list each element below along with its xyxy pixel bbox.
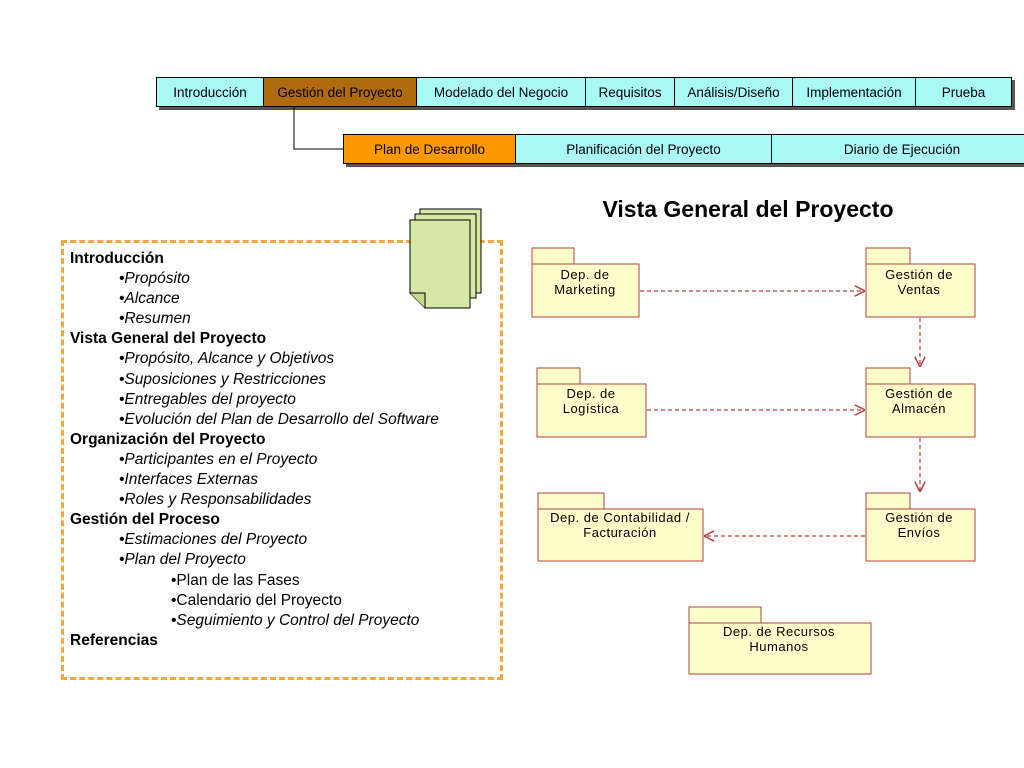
outline-item: •Calendario del Proyecto xyxy=(171,591,342,609)
package-envios-line2: Envíos xyxy=(898,525,941,540)
package-almacen: Gestión de Almacén xyxy=(865,367,976,438)
package-contabilidad: Dep. de Contabilidad / Facturación xyxy=(537,492,704,562)
nav-tab-secondary-2[interactable]: Diario de Ejecución xyxy=(771,135,1024,163)
outline-item: •Seguimiento y Control del Proyecto xyxy=(171,611,420,629)
package-envios-line1: Gestión de xyxy=(885,510,953,525)
outline-item: •Participantes en el Proyecto xyxy=(119,450,318,468)
outline-heading: Referencias xyxy=(70,631,158,649)
outline-item: •Evolución del Plan de Desarrollo del So… xyxy=(119,410,439,428)
outline-item: •Plan del Proyecto xyxy=(119,551,246,569)
outline-item: •Roles y Responsabilidades xyxy=(119,491,312,509)
nav-tab-primary-5[interactable]: Implementación xyxy=(792,78,915,106)
package-logistica-line2: Logística xyxy=(563,401,620,416)
outline-item: •Interfaces Externas xyxy=(119,471,258,489)
package-contabilidad-line1: Dep. de Contabilidad / xyxy=(550,510,690,525)
package-envios: Gestión de Envíos xyxy=(865,492,976,562)
nav-tab-primary-2[interactable]: Modelado del Negocio xyxy=(416,78,585,106)
package-almacen-line2: Almacén xyxy=(892,401,946,416)
outline-item: •Propósito, Alcance y Objetivos xyxy=(119,350,335,368)
outline-heading: Introducción xyxy=(70,250,164,267)
nav-tab-primary-0[interactable]: Introducción xyxy=(157,78,263,106)
nav-tab-primary-3[interactable]: Requisitos xyxy=(585,78,674,106)
outline-item: •Propósito xyxy=(119,270,190,288)
package-almacen-line1: Gestión de xyxy=(885,386,953,401)
package-logistica: Dep. de Logística xyxy=(536,367,647,438)
nav-tab-secondary-0[interactable]: Plan de Desarrollo xyxy=(344,135,515,163)
nav-connector xyxy=(293,106,343,150)
nav-tab-primary-1[interactable]: Gestión del Proyecto xyxy=(263,78,416,106)
package-ventas-line2: Ventas xyxy=(898,282,941,297)
outline-item: •Resumen xyxy=(119,310,191,328)
package-logistica-line1: Dep. de xyxy=(566,386,615,401)
outline-item: •Suposiciones y Restricciones xyxy=(119,370,327,388)
package-marketing-line2: Marketing xyxy=(554,282,616,297)
package-marketing: Dep. de Marketing xyxy=(531,247,640,318)
document-stack-icon xyxy=(409,208,482,309)
package-ventas: Gestión de Ventas xyxy=(865,247,976,318)
package-contabilidad-line2: Facturación xyxy=(583,525,656,540)
outline-item: •Plan de las Fases xyxy=(171,571,300,589)
outline-heading: Organización del Proyecto xyxy=(70,430,266,448)
package-rrhh: Dep. de Recursos Humanos xyxy=(688,606,872,675)
outline-item: •Estimaciones del Proyecto xyxy=(119,531,308,549)
package-rrhh-line2: Humanos xyxy=(749,639,808,654)
nav-tab-primary-6[interactable]: Prueba xyxy=(915,78,1011,106)
nav-tab-secondary-1[interactable]: Planificación del Proyecto xyxy=(515,135,771,163)
outline-heading: Gestión del Proceso xyxy=(70,511,220,529)
package-ventas-line1: Gestión de xyxy=(885,267,953,282)
outline-item: •Alcance xyxy=(119,290,180,308)
outline-box xyxy=(61,240,503,680)
package-rrhh-line1: Dep. de Recursos xyxy=(723,624,835,639)
nav-tab-primary-4[interactable]: Análisis/Diseño xyxy=(674,78,792,106)
package-marketing-line1: Dep. de xyxy=(560,267,609,282)
outline-item: •Entregables del proyecto xyxy=(119,390,296,408)
outline-heading: Vista General del Proyecto xyxy=(70,330,267,348)
page-title: Vista General del Proyecto xyxy=(602,196,894,222)
